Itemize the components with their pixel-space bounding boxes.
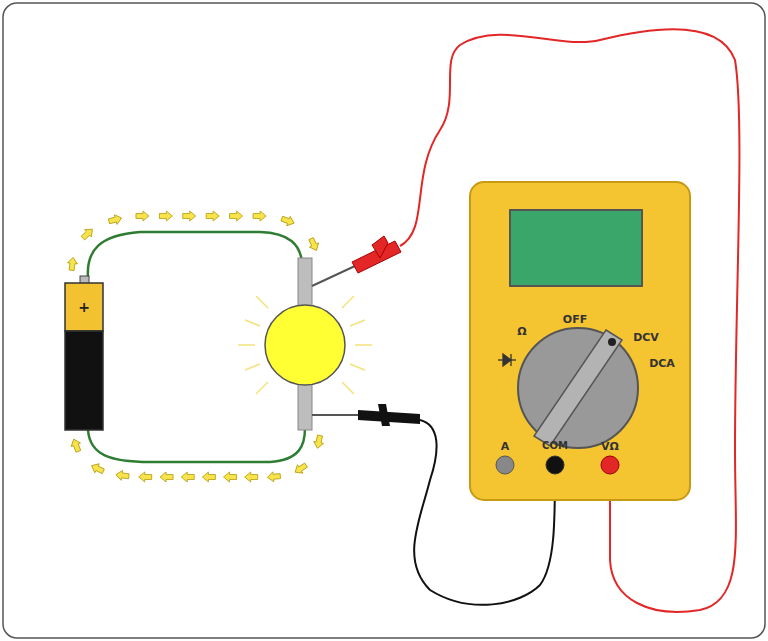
current-arrow: [136, 211, 149, 221]
jack-label: A: [501, 441, 510, 452]
current-arrow: [183, 211, 196, 221]
dial-setting: OFF: [563, 314, 587, 325]
dial-dot: [608, 338, 616, 346]
display: [510, 210, 642, 286]
battery-body: [65, 331, 103, 430]
dial-setting: Ω: [517, 326, 526, 337]
current-arrow: [224, 472, 237, 482]
jack-label: COM: [542, 441, 568, 451]
current-arrow: [292, 461, 308, 476]
wire: [88, 428, 305, 462]
current-arrow: [159, 211, 172, 221]
current-arrow: [253, 211, 266, 221]
diode-symbol: [498, 354, 516, 366]
jack-label: VΩ: [601, 441, 619, 452]
current-arrow: [115, 470, 129, 482]
current-arrow: [69, 437, 83, 453]
battery-top: [65, 283, 103, 331]
current-arrow: [89, 461, 105, 476]
dial-setting: DCA: [649, 358, 675, 369]
lamp: [265, 305, 345, 385]
multimeter-body: [470, 182, 690, 500]
current-arrow: [202, 472, 215, 482]
current-arrow: [206, 211, 219, 221]
probe-tip: [312, 414, 360, 416]
current-arrow: [230, 211, 243, 221]
current-arrow: [160, 472, 173, 482]
red-lead: [400, 29, 739, 612]
current-arrow: [67, 257, 79, 271]
probe-guard: [372, 236, 388, 258]
frame: [3, 3, 765, 638]
current-arrow: [245, 472, 258, 482]
dial-setting: DCV: [633, 332, 659, 343]
current-arrow: [79, 226, 95, 242]
dial-pointer: [534, 330, 622, 446]
dial: [518, 328, 638, 448]
current-arrow: [139, 472, 152, 482]
probe-tip: [312, 266, 355, 286]
probe-guard: [378, 404, 390, 426]
v-jack: [601, 456, 619, 474]
current-arrow: [181, 472, 194, 482]
battery-polarity: +: [78, 300, 90, 314]
current-arrow: [267, 471, 281, 482]
current-arrow: [280, 214, 296, 228]
a-jack: [496, 456, 514, 474]
current-arrow: [108, 213, 123, 226]
current-arrow: [307, 237, 322, 253]
current-arrow: [313, 435, 325, 450]
wire: [88, 232, 302, 278]
com-jack: [546, 456, 564, 474]
